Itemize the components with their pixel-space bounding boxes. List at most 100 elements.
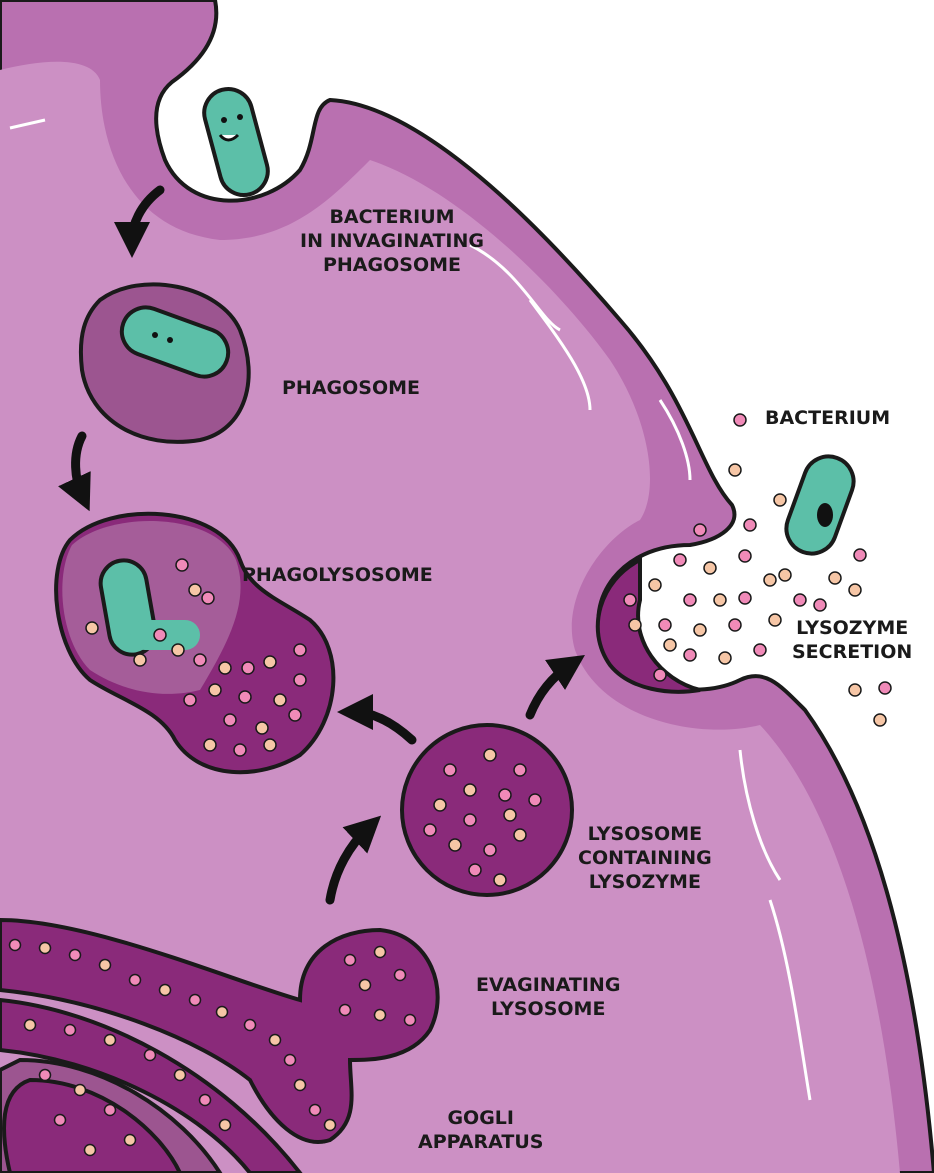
lysozyme-dot xyxy=(733,413,747,427)
lysozyme-dot xyxy=(658,618,672,632)
lysozyme-dot xyxy=(103,1103,117,1117)
lysozyme-dot xyxy=(693,623,707,637)
lysozyme-dot xyxy=(218,661,232,675)
label-line: CONTAINING xyxy=(578,847,712,869)
lysozyme-dot xyxy=(183,693,197,707)
lysozyme-dot xyxy=(448,838,462,852)
label-invaginating-phagosome: BACTERIUM IN INVAGINATING PHAGOSOME xyxy=(300,205,484,277)
lysozyme-dot xyxy=(468,863,482,877)
label-line: LYSOZYME xyxy=(588,871,701,893)
lysozyme-dot xyxy=(653,668,667,682)
lysozyme-dot xyxy=(693,523,707,537)
golgi-apparatus xyxy=(0,917,440,1173)
bacterium-invaginating xyxy=(202,87,270,197)
lysozyme-dot xyxy=(503,808,517,822)
lysozyme-dot xyxy=(73,1083,87,1097)
lysozyme-dot xyxy=(718,651,732,665)
lysozyme-dot xyxy=(528,793,542,807)
label-line: LYSOSOME xyxy=(587,823,703,845)
lysozyme-dot xyxy=(358,978,372,992)
lysozyme-dot xyxy=(293,643,307,657)
lysozyme-dot xyxy=(308,1103,322,1117)
label-lysosome: LYSOSOME CONTAINING LYSOZYME xyxy=(578,822,712,894)
lysozyme-dot xyxy=(241,661,255,675)
lysozyme-dot xyxy=(513,763,527,777)
lysozyme-dot xyxy=(171,643,185,657)
lysozyme-dot xyxy=(768,613,782,627)
secreting-vesicle xyxy=(595,556,701,694)
label-phagolysosome: PHAGOLYSOSOME xyxy=(242,564,433,586)
phagosome xyxy=(78,282,251,444)
lysozyme-dot xyxy=(173,1068,187,1082)
lysozyme-dot xyxy=(498,788,512,802)
lysozyme-dot xyxy=(463,783,477,797)
label-line: EVAGINATING xyxy=(476,974,621,996)
lysozyme-dot xyxy=(873,713,887,727)
lysozyme-dot xyxy=(143,1048,157,1062)
label-lysozyme-secretion: LYSOZYME SECRETION xyxy=(792,616,912,664)
lysozyme-dot xyxy=(103,1033,117,1047)
lysozyme-dot xyxy=(158,983,172,997)
label-line: SECRETION xyxy=(792,641,913,663)
lysozyme-dot xyxy=(338,1003,352,1017)
label-line: GOGLI xyxy=(447,1107,514,1129)
lysozyme-dot xyxy=(813,598,827,612)
lysozyme-dot xyxy=(153,628,167,642)
lysozyme-dot xyxy=(223,713,237,727)
label-bacterium: BACTERIUM xyxy=(765,407,891,429)
lysozyme-dot xyxy=(133,653,147,667)
lysozyme-dot xyxy=(203,738,217,752)
lysozyme-dot xyxy=(263,738,277,752)
lysozyme-dot xyxy=(878,681,892,695)
lysozyme-dot xyxy=(201,591,215,605)
label-phagosome: PHAGOSOME xyxy=(282,377,421,399)
lysozyme-dot xyxy=(778,568,792,582)
lysozyme-dot xyxy=(623,593,637,607)
lysozyme-dot xyxy=(393,968,407,982)
lysozyme-dot xyxy=(193,653,207,667)
lysozyme-dot xyxy=(703,561,717,575)
lysozyme-dot xyxy=(738,549,752,563)
lysozyme-dot xyxy=(38,1068,52,1082)
lysozyme-dot xyxy=(483,843,497,857)
label-line: APPARATUS xyxy=(418,1131,544,1153)
lysozyme-dot xyxy=(238,690,252,704)
lysozyme-dot xyxy=(773,493,787,507)
lysozyme-dot xyxy=(483,748,497,762)
lysozyme-dot xyxy=(233,743,247,757)
lysozyme-dot xyxy=(243,1018,257,1032)
lysozyme-dot xyxy=(728,463,742,477)
lysozyme-dot xyxy=(848,683,862,697)
lysozyme-dot xyxy=(293,673,307,687)
lysozyme-dot xyxy=(255,721,269,735)
lysozyme-dot xyxy=(273,693,287,707)
lysozyme-dot xyxy=(683,648,697,662)
bacterium-free xyxy=(784,454,856,556)
lysozyme-dot xyxy=(648,578,662,592)
lysozyme-dot xyxy=(128,973,142,987)
lysozyme-dot xyxy=(83,1143,97,1157)
lysozyme-dot xyxy=(283,1053,297,1067)
lysozyme-dot xyxy=(848,583,862,597)
lysozyme-dot xyxy=(763,573,777,587)
lysozyme-dot xyxy=(663,638,677,652)
lysozyme-dot xyxy=(683,593,697,607)
lysozyme-dot xyxy=(753,643,767,657)
label-golgi: GOGLI APPARATUS xyxy=(418,1106,543,1154)
lysozyme-dot xyxy=(628,618,642,632)
lysozyme-dot xyxy=(38,941,52,955)
label-line: PHAGOSOME xyxy=(322,254,461,276)
label-evaginating-lysosome: EVAGINATING LYSOSOME xyxy=(476,973,620,1021)
lysozyme-dot xyxy=(188,583,202,597)
label-line: IN INVAGINATING xyxy=(300,230,484,252)
lysozyme-dot xyxy=(673,553,687,567)
lysozyme-dot xyxy=(98,958,112,972)
lysozyme-dot xyxy=(743,518,757,532)
lysozyme-dot xyxy=(198,1093,212,1107)
label-line: BACTERIUM xyxy=(329,206,455,228)
lysozyme-dot xyxy=(323,1118,337,1132)
lysozyme-dot xyxy=(175,558,189,572)
lysozyme-dot xyxy=(23,1018,37,1032)
